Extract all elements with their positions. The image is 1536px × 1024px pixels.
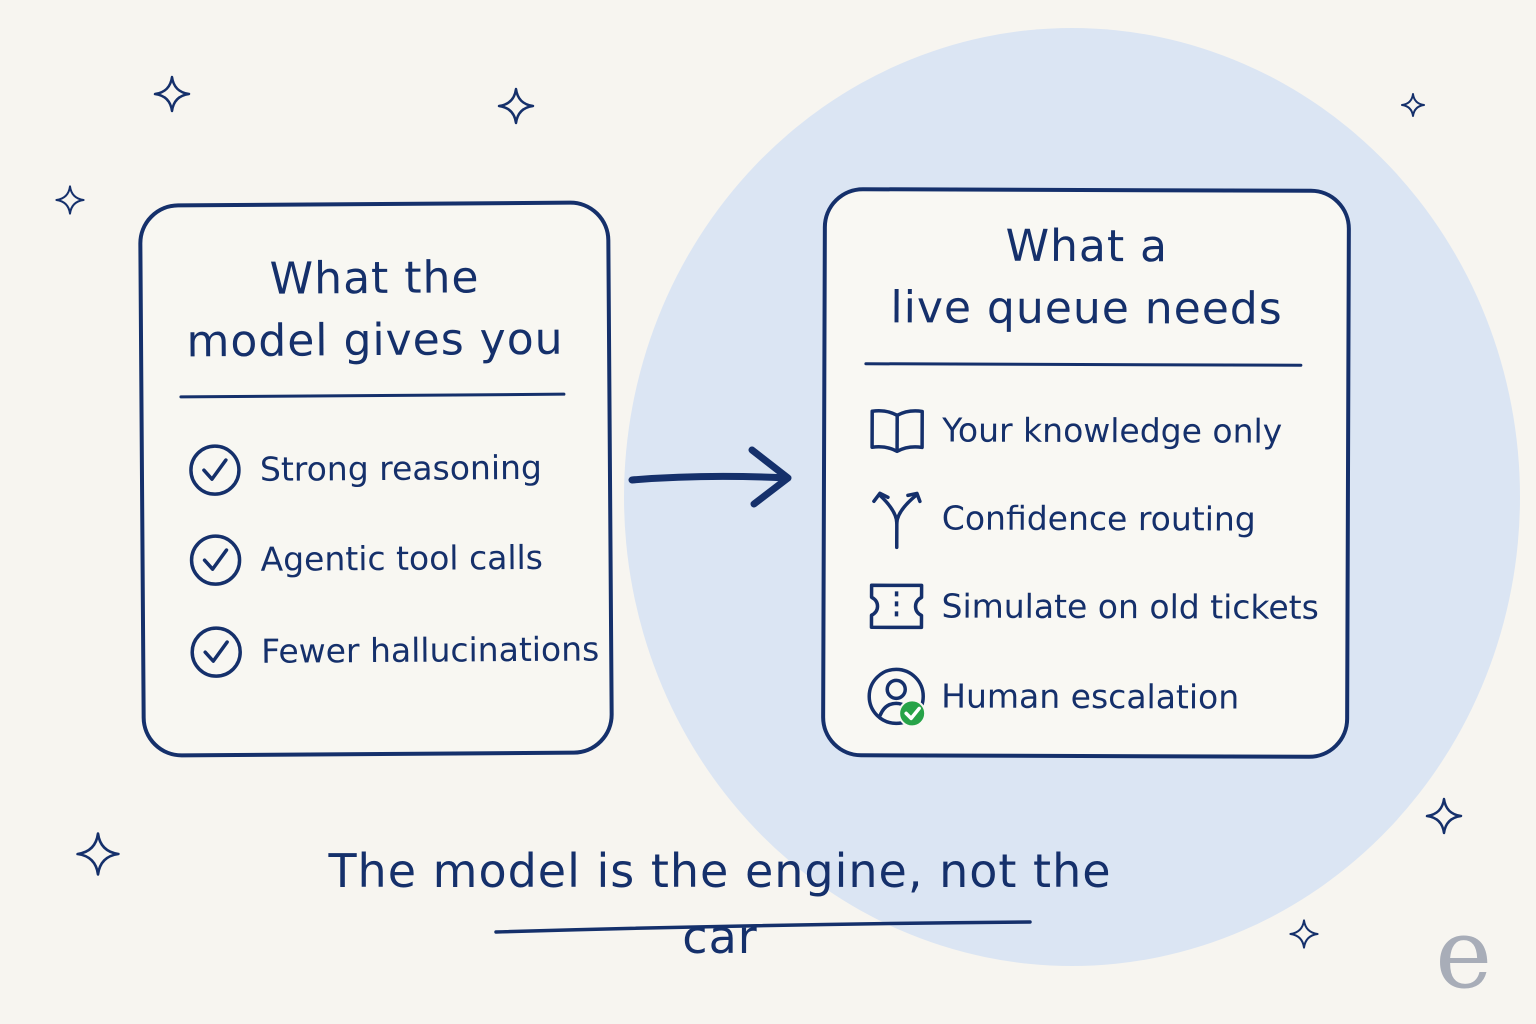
card-title-line: What a (1005, 220, 1169, 273)
card-divider (864, 362, 1303, 367)
item-label: Strong reasoning (259, 447, 543, 489)
card-title: What the model gives you (162, 247, 587, 374)
arrow-right-icon (628, 446, 792, 508)
sparkle-icon (153, 75, 191, 113)
ticket-icon (865, 575, 927, 637)
item-label: Simulate on old tickets (941, 586, 1319, 627)
card-title-line: What the (269, 252, 480, 305)
open-book-icon (866, 399, 928, 461)
card-title: What a live queue needs (846, 215, 1326, 341)
item-label: Agentic tool calls (260, 537, 544, 579)
item-label: Fewer hallucinations (261, 629, 600, 671)
list-item: Fewer hallucinations (185, 618, 600, 683)
caption: The model is the engine, not the car (328, 844, 1112, 964)
item-label: Human escalation (941, 676, 1240, 717)
sparkle-icon (1289, 919, 1319, 949)
fork-arrow-icon (866, 487, 928, 550)
item-label: Your knowledge only (942, 410, 1283, 451)
card-title-line: model gives you (186, 313, 564, 368)
list-item: Confidence routing (866, 487, 1256, 550)
model-capabilities-card: What the model gives you Strong reasonin… (138, 200, 614, 758)
check-circle-icon (184, 439, 246, 501)
user-check-icon (865, 665, 927, 728)
check-circle-icon (184, 529, 246, 591)
brand-logo: e (1435, 898, 1492, 1010)
queue-needs-card: What a live queue needs Your knowledge o… (821, 187, 1351, 759)
sparkle-icon (1400, 92, 1426, 118)
card-divider (179, 392, 566, 399)
card-title-line: live queue needs (890, 282, 1283, 335)
sparkle-icon (55, 185, 85, 215)
list-item: Simulate on old tickets (865, 575, 1319, 639)
sparkle-icon (1425, 797, 1463, 835)
list-item: Human escalation (865, 665, 1239, 728)
check-circle-icon (185, 621, 247, 683)
list-item: Agentic tool calls (184, 527, 543, 592)
sparkle-icon (76, 832, 120, 876)
list-item: Strong reasoning (184, 437, 542, 501)
item-label: Confidence routing (941, 498, 1256, 539)
list-item: Your knowledge only (866, 399, 1282, 462)
sparkle-icon (497, 87, 535, 125)
caption-underline (494, 920, 1032, 934)
